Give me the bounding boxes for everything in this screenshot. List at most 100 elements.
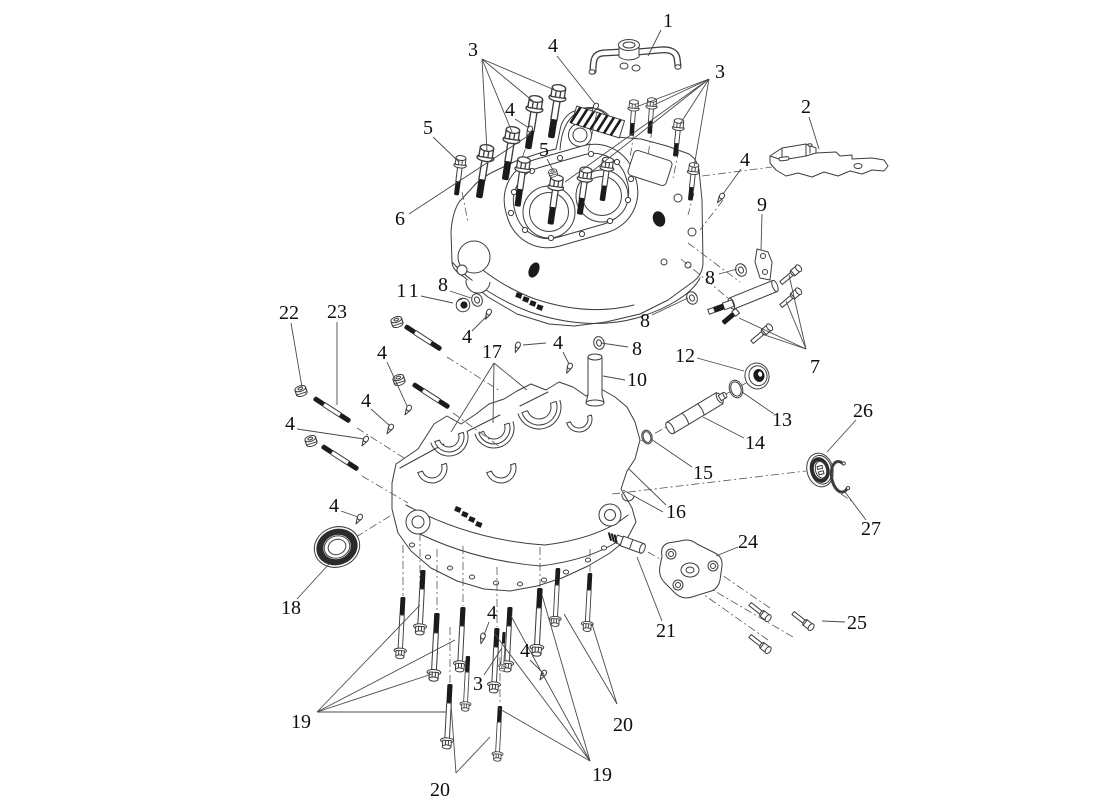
leader-line	[483, 621, 490, 636]
plug	[455, 297, 471, 313]
callout-label: 5	[539, 139, 549, 161]
leader-line	[826, 419, 857, 453]
oil-pipe	[588, 39, 682, 75]
leader-line	[589, 78, 710, 174]
leader-line	[741, 391, 775, 415]
leader-line	[722, 168, 742, 195]
callout-label: 15	[693, 462, 713, 484]
leader-line	[761, 333, 807, 350]
leader-line	[693, 78, 710, 168]
callout-label: 19	[291, 711, 311, 733]
callout-label: 18	[281, 597, 301, 619]
callout-label: 3	[473, 673, 483, 695]
leader-line	[514, 118, 530, 129]
leader-line	[718, 268, 738, 275]
long-bolts-lower	[393, 567, 597, 762]
leader-line	[370, 408, 391, 427]
o-ring-small	[641, 429, 653, 445]
callout-label: 13	[772, 409, 792, 431]
oil-pump	[659, 539, 723, 599]
leader-line	[628, 468, 667, 506]
leader-line	[760, 213, 763, 251]
leader-line	[481, 58, 558, 92]
leader-line	[455, 736, 491, 774]
leader-line	[481, 58, 488, 152]
vent-slots	[454, 506, 483, 528]
callout-label: 14	[745, 432, 765, 454]
leader-line	[696, 357, 745, 372]
callout-label: 22	[279, 302, 299, 324]
callout-label: 24	[738, 531, 758, 553]
leader-line	[510, 615, 591, 762]
leader-line	[647, 29, 662, 57]
leader-line	[296, 428, 365, 440]
oil-tube	[585, 353, 605, 407]
callout-label: 21	[656, 620, 676, 642]
leader-line	[546, 158, 554, 171]
leader-line	[541, 594, 591, 762]
callout-label: 4	[548, 35, 558, 57]
leader-line	[296, 563, 330, 600]
callout-label: 7	[810, 356, 820, 378]
leader-line	[679, 78, 710, 125]
callout-label: 4	[505, 99, 515, 121]
leader-line	[808, 116, 820, 150]
callout-label: 4	[462, 326, 472, 348]
leader-line	[450, 703, 457, 774]
leader-line	[471, 315, 488, 332]
callout-label: 27	[861, 518, 881, 540]
leader-line	[635, 78, 710, 108]
callout-label: 4	[329, 495, 339, 517]
relief-valve	[607, 532, 646, 554]
leader-line	[844, 491, 867, 521]
leader-line	[738, 317, 807, 350]
callout-label: 4	[361, 390, 371, 412]
linkage-bolts	[721, 263, 804, 346]
leader-line	[602, 375, 626, 381]
callout-label: 23	[327, 301, 347, 323]
leader-line	[715, 546, 739, 557]
callout-label: 2	[801, 96, 811, 118]
leader-line	[591, 623, 618, 705]
callout-label: 3	[468, 39, 478, 61]
callout-label: 4	[520, 640, 530, 662]
leader-line	[340, 510, 359, 518]
shift-linkage	[707, 248, 779, 315]
callout-label: 4	[285, 413, 295, 435]
callout-label: 8	[705, 267, 715, 289]
callout-label: 26	[853, 400, 873, 422]
parts-layer	[293, 39, 889, 762]
callout-label: 3	[715, 61, 725, 83]
leader-line	[492, 362, 495, 424]
leader-line	[562, 351, 570, 365]
leader-line	[316, 673, 433, 713]
leader-line	[481, 58, 535, 103]
leader-line	[564, 78, 710, 183]
leader-line	[316, 639, 456, 713]
leader-line	[450, 362, 495, 433]
cup-plug	[744, 362, 770, 390]
leader-line	[432, 136, 460, 163]
leader-line	[636, 556, 663, 622]
leader-line	[386, 361, 408, 407]
pump-bolts	[747, 600, 816, 656]
leader-line	[497, 707, 591, 762]
callout-label: 4	[487, 602, 497, 624]
bracket-plate	[769, 143, 889, 178]
rim-bolt-holes	[507, 150, 635, 242]
callout-label: 17	[482, 341, 502, 363]
leader-line	[650, 438, 693, 468]
callout-label: 8	[640, 310, 650, 332]
leader-layer	[290, 29, 867, 774]
leader-line	[821, 620, 846, 623]
callout-label: 1	[663, 10, 673, 32]
leader-line	[408, 133, 532, 215]
lower-crankcase-half	[391, 381, 641, 592]
leader-line	[651, 297, 689, 316]
callout-label: 16	[666, 501, 686, 523]
leader-line	[316, 604, 421, 713]
callout-label: 20	[613, 714, 633, 736]
